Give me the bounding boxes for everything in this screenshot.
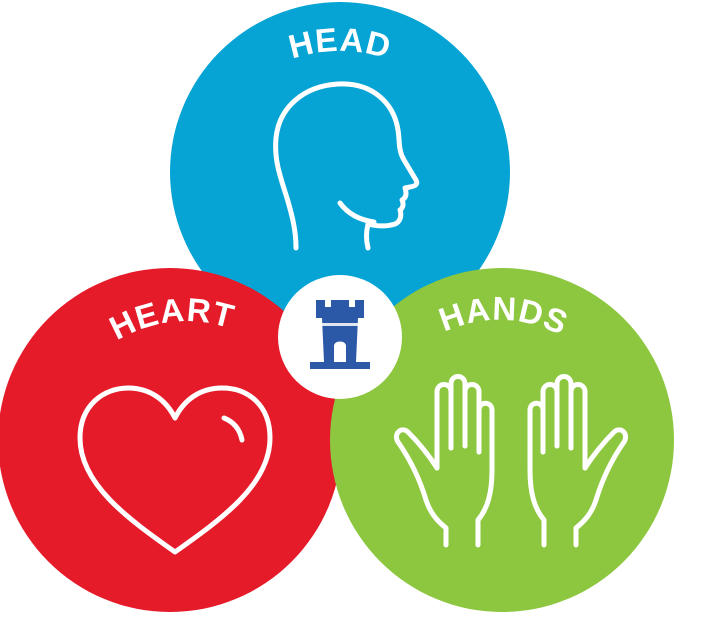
castle-tower-icon <box>310 300 370 369</box>
left-hand-icon <box>393 374 495 548</box>
right-hand-icon <box>527 374 629 548</box>
head-circle-shape <box>170 2 510 342</box>
hands-circle: HANDS <box>330 268 674 612</box>
open-hands-icon <box>393 374 629 548</box>
center-badge <box>278 275 402 399</box>
hands-circle-shape <box>330 268 674 612</box>
heart-circle-shape <box>0 268 342 612</box>
heart-circle: HEART <box>0 268 342 612</box>
heart-icon <box>77 385 273 555</box>
head-profile-icon <box>273 81 420 251</box>
head-circle: HEAD <box>170 2 510 342</box>
